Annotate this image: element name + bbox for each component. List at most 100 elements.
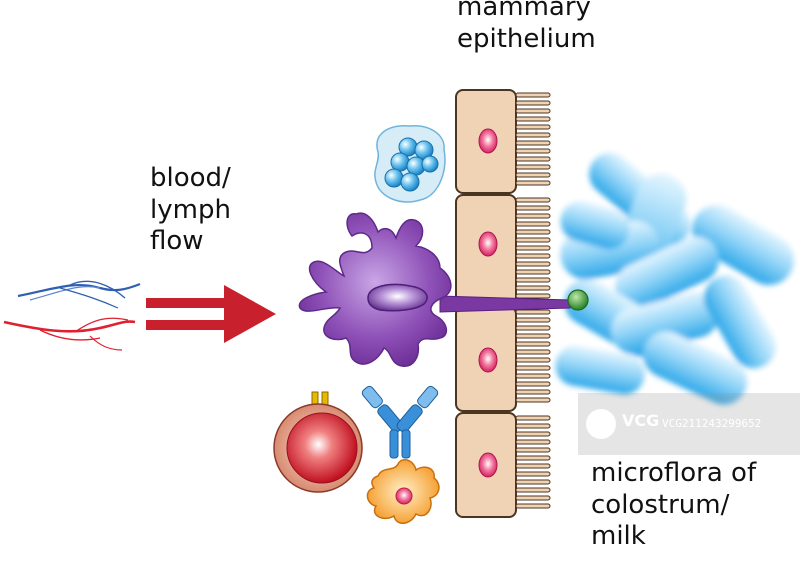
antigen-ball [421, 155, 439, 173]
dendritic-nucleus [367, 283, 428, 312]
bacterium [692, 205, 794, 285]
microvillus [515, 471, 551, 477]
microvillus [515, 357, 551, 363]
microflora-label: microflora of colostrum/ milk [591, 458, 756, 553]
microvillus [515, 253, 551, 259]
microvillus [515, 285, 551, 291]
microvillus [515, 164, 551, 170]
antibody [361, 385, 439, 459]
microvillus [515, 148, 551, 154]
cell-nucleus [478, 347, 498, 373]
watermark-id: VCG211243299652 [662, 417, 762, 430]
artery-line [39, 329, 101, 341]
microvillus [515, 487, 551, 493]
bacterium [642, 331, 748, 405]
label-line: mammary [457, 0, 591, 22]
microvillus [515, 140, 551, 146]
microvillus [515, 349, 551, 355]
microvillus [515, 455, 551, 461]
watermark-brand: VCG [622, 411, 660, 430]
microvillus [515, 245, 551, 251]
microvillus [515, 132, 551, 138]
microvillus [515, 415, 551, 421]
antigen-ball [384, 168, 404, 188]
bacterium [611, 291, 719, 355]
microvillus [515, 116, 551, 122]
microvillus [515, 172, 551, 178]
microvillus [515, 333, 551, 339]
microvillus [515, 317, 551, 323]
antigen-ball [390, 152, 410, 172]
dendritic-cell [298, 212, 571, 367]
bacterium [555, 345, 645, 395]
cell-nucleus [478, 128, 498, 154]
microvillus [515, 100, 551, 106]
microvillus [515, 373, 551, 379]
epithelial-cell [455, 306, 517, 412]
antigen-particle [567, 289, 589, 311]
blood-vessels [3, 280, 141, 351]
microvillus [515, 447, 551, 453]
epithelial-cell [455, 89, 517, 194]
label-line: colostrum/ [591, 489, 730, 520]
vein-line [59, 287, 119, 309]
vein-line [69, 280, 126, 299]
vein-line [29, 285, 101, 301]
antigen-ball [400, 172, 420, 192]
antigen-vesicle [374, 124, 446, 203]
cell-nucleus [478, 231, 498, 257]
microvillus [515, 261, 551, 267]
microvillus [515, 431, 551, 437]
microvillus [515, 92, 551, 98]
microvillus [515, 495, 551, 501]
cell-nucleus [478, 452, 498, 478]
bacteria-cluster [555, 152, 794, 405]
microvillus [515, 197, 551, 203]
microvillus [515, 213, 551, 219]
epithelial-cell [455, 412, 517, 518]
label-line: epithelium [457, 23, 596, 54]
label-line: blood/ [150, 163, 231, 193]
microvillus [515, 381, 551, 387]
microvillus [515, 293, 551, 299]
microvillus [515, 205, 551, 211]
microvillus [515, 439, 551, 445]
label-line: milk [591, 521, 646, 552]
mammary-epithelium-label: mammary epithelium [457, 0, 596, 55]
lymphocyte [273, 391, 363, 493]
label-line: lymph [150, 194, 231, 225]
microvillus [515, 229, 551, 235]
bacterium [614, 236, 720, 310]
microvillus [515, 341, 551, 347]
artery-line [3, 320, 136, 333]
microvillus [515, 397, 551, 403]
artery-line [74, 317, 129, 333]
microvillus [515, 156, 551, 162]
microvillus [515, 503, 551, 509]
microvillus [515, 237, 551, 243]
microvillus [515, 389, 551, 395]
microvillus [515, 180, 551, 186]
microvillus [515, 423, 551, 429]
microvillus [515, 309, 551, 315]
microvillus [515, 269, 551, 275]
microvillus [515, 108, 551, 114]
microvillus [515, 277, 551, 283]
watermark: VCG VCG211243299652 [578, 393, 800, 455]
microvillus [515, 124, 551, 130]
label-line: microflora of [591, 458, 757, 488]
macrophage [366, 459, 440, 524]
bacterium [704, 275, 776, 369]
microvillus [515, 479, 551, 485]
blood-lymph-flow-label: blood/ lymph flow [150, 163, 231, 258]
microvilli [515, 92, 551, 509]
microvillus [515, 463, 551, 469]
epithelial-cell [455, 194, 517, 306]
microvillus [515, 365, 551, 371]
label-line: flow [150, 226, 204, 257]
microvillus [515, 221, 551, 227]
flow-arrow [146, 285, 276, 343]
microvillus [515, 325, 551, 331]
macrophage-nucleus [395, 487, 413, 505]
